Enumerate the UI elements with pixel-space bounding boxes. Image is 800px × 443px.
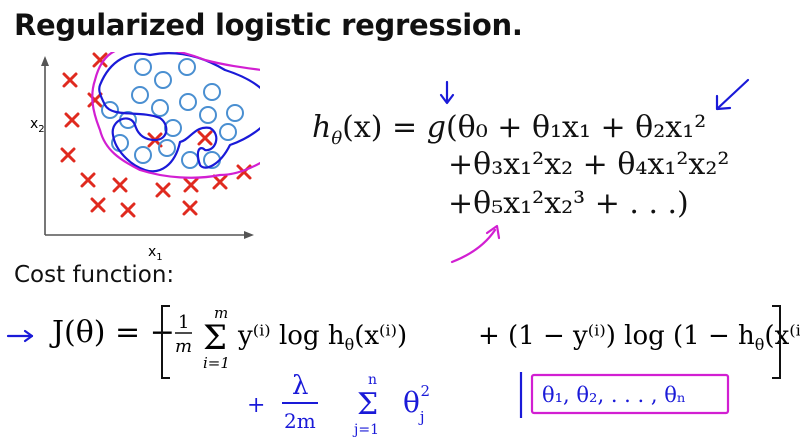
slide-title: Regularized logistic regression. [14,8,523,42]
sum-upper: m [214,304,228,322]
circle-mark [134,146,152,164]
cross-mark [197,130,213,146]
cross-mark [80,172,96,188]
hand-sum-bottom: j=1 [352,422,379,438]
circle-mark [154,71,172,89]
circle-mark [226,104,244,122]
plot-axes [41,56,254,239]
hand-theta-j: θj2 [403,382,430,426]
circle-mark [219,123,237,141]
cross-mark [87,92,103,108]
circle-mark [164,119,182,137]
hypothesis-line-2: +θ₃x₁²x₂ + θ₄x₁²x₂² [448,147,730,182]
overfit-boundary [98,52,260,173]
cross-mark [212,174,228,190]
cost-function-label: Cost function: [14,262,175,288]
cost-term-2: + (1 − y⁽ⁱ⁾) log (1 − hθ(x⁽ⁱ⁾)) [478,321,800,354]
circle-mark [181,151,199,169]
circle-mark [131,86,149,104]
hypothesis-line-3: +θ₅x₁²x₂³ + . . .) [448,186,689,221]
blue-arrow-right-icon [715,78,750,111]
magenta-arrow-icon [450,224,501,264]
blue-arrow-cost-icon [6,329,34,343]
frac-den: m [175,336,192,357]
hand-plus: + [247,393,265,418]
hypothesis-line-1: hθ(x) = g(θ₀ + θ₁x₁ + θ₂x₁² [312,110,707,149]
cross-mark [90,197,106,213]
cross-mark [62,72,78,88]
cost-formula: J(θ) = − 1 m m Σ i=1 y⁽ⁱ⁾ log hθ(x⁽ⁱ⁾) +… [49,304,800,379]
circle-mark [134,58,152,76]
decision-boundary-plot: x2 x1 [30,52,260,262]
circle-mark [203,83,221,101]
circle-mark [199,106,217,124]
regularized-boundary [91,52,260,179]
circle-mark [178,58,196,76]
positive-examples [60,52,252,218]
sum-sign: Σ [203,318,227,358]
circle-mark [151,99,169,117]
cross-mark [64,112,80,128]
x-axis-label: x1 [148,244,163,262]
hand-sum-sign: Σ [357,387,378,422]
circle-mark [158,139,176,157]
hand-two-m: 2m [284,409,316,433]
circle-mark [101,101,119,119]
cost-lhs: J(θ) = − [49,315,175,350]
circle-mark [179,93,197,111]
frac-num: 1 [178,312,189,333]
blue-arrow-g-icon [439,80,455,105]
cost-term-1: y⁽ⁱ⁾ log hθ(x⁽ⁱ⁾) [237,321,407,354]
cross-mark [92,52,108,68]
y-axis-label: x2 [30,116,45,135]
cross-mark [155,182,171,198]
param-box [530,373,730,415]
cross-mark [120,202,136,218]
cross-mark [183,177,199,193]
cross-mark [112,177,128,193]
sum-lower: i=1 [203,354,230,372]
cross-mark [182,200,198,216]
cross-mark [60,147,76,163]
hand-params: θ₁, θ₂, . . . , θₙ [542,383,686,407]
